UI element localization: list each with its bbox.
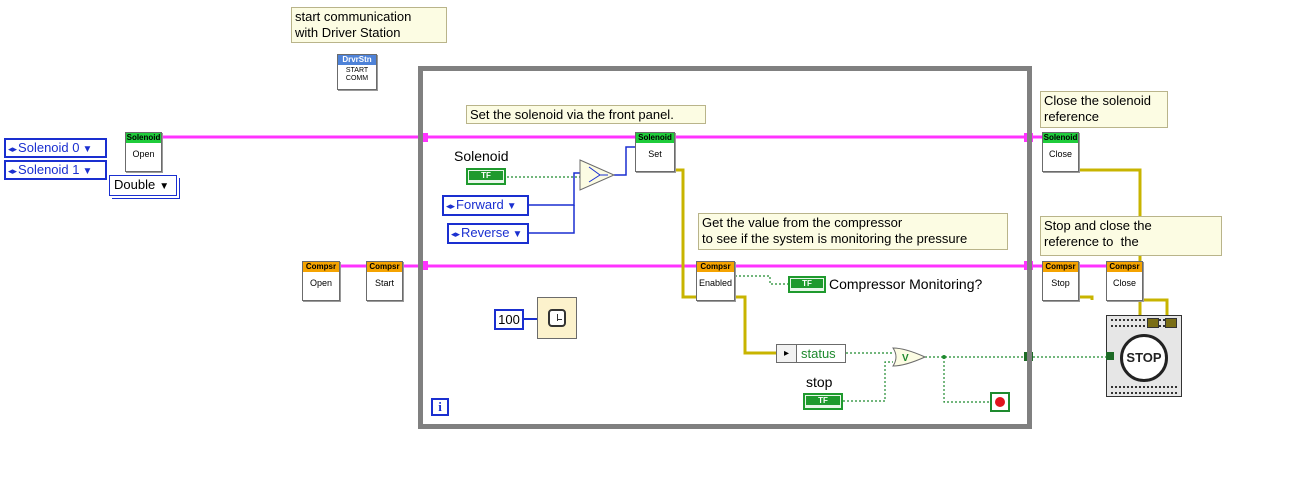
forward-enum[interactable]: ◂▸Forward▼ [442,195,529,216]
wait-function[interactable] [537,297,577,339]
stop-subvi-filmstrip[interactable]: STOP [1106,315,1182,397]
or-gate-icon: V [892,347,927,367]
build-array-icon [579,159,616,191]
compressor-enabled-bar: Compsr [697,262,734,272]
stop-octagon-icon: STOP [1120,334,1168,382]
compressor-enabled-label: Enabled [698,278,733,288]
wait-ms-constant[interactable]: 100 [494,309,524,330]
unbundle-arrow-icon: ▸ [777,345,797,362]
driver-station-line2: COMM [345,75,369,82]
reverse-enum[interactable]: ◂▸Reverse▼ [447,223,529,244]
solenoid-1-enum[interactable]: ◂▸Solenoid 1▼ [4,160,107,180]
compressor-close-vi[interactable]: Compsr Close [1106,261,1143,301]
dropdown-arrow-icon[interactable]: ▼ [512,229,523,240]
forward-value: Forward [456,197,504,212]
compressor-stop-vi[interactable]: Compsr Stop [1042,261,1079,301]
tf-label: TF [806,396,840,405]
compressor-open-bar: Compsr [303,262,339,272]
reverse-value: Reverse [461,225,510,240]
solenoid-open-bar: Solenoid [126,133,161,143]
tf-label: TF [791,279,823,288]
tf-label: TF [469,171,503,180]
unbundle-status-node[interactable]: ▸ status [776,344,846,363]
driver-station-bar: DrvrStn [338,55,376,65]
stop-icon-label: STOP [1126,350,1162,365]
compressor-close-bar: Compsr [1107,262,1142,272]
compressor-monitoring-label: Compressor Monitoring? [829,276,983,292]
while-loop[interactable] [418,66,1032,429]
solenoid-close-bar: Solenoid [1043,133,1078,143]
dropdown-arrow-icon[interactable]: ▼ [506,201,517,212]
dropdown-arrow-icon[interactable]: ▼ [82,144,93,155]
close-solenoid-comment: Close the solenoid reference [1040,91,1168,128]
solenoid-set-vi[interactable]: Solenoid Set [635,132,675,172]
solenoid-set-label: Set [648,149,662,159]
compressor-stop-label: Stop [1051,278,1070,288]
compressor-value-comment: Get the value from the compressor to see… [698,213,1008,250]
solenoid-0-enum[interactable]: ◂▸Solenoid 0▼ [4,138,107,158]
compressor-open-vi[interactable]: Compsr Open [302,261,340,301]
stop-control-label: stop [806,374,833,390]
solenoid-set-bar: Solenoid [636,133,674,143]
status-element: status [801,346,836,361]
set-solenoid-comment: Set the solenoid via the front panel. [466,105,706,124]
solenoid-open-label: Open [132,149,155,159]
solenoid-boolean-control[interactable]: TF [466,168,506,185]
compressor-enabled-vi[interactable]: Compsr Enabled [696,261,735,301]
compressor-open-label: Open [309,278,333,288]
solenoid-open-vi[interactable]: Solenoid Open [125,132,162,172]
solenoid-close-vi[interactable]: Solenoid Close [1042,132,1079,172]
compressor-start-label: Start [374,278,394,288]
dropdown-arrow-icon[interactable]: ▼ [159,181,170,192]
compressor-tunnel-left [419,261,428,270]
solenoid-0-value: Solenoid 0 [18,140,80,155]
enum-wires [528,146,635,234]
double-value: Double [114,177,156,192]
stopwatch-icon [548,309,566,327]
solenoid-control-label: Solenoid [454,148,509,164]
compressor-monitoring-indicator[interactable]: TF [788,276,826,293]
compressor-stop-bar: Compsr [1043,262,1078,272]
svg-text:V: V [902,353,909,364]
loop-condition-terminal[interactable] [990,392,1010,412]
solenoid-close-label: Close [1048,149,1072,159]
compressor-start-vi[interactable]: Compsr Start [366,261,403,301]
stop-sign-icon [995,397,1005,407]
double-enum[interactable]: Double▼ [109,175,177,196]
driver-station-start-comm-vi[interactable]: DrvrStn START COMM [337,54,377,90]
solenoid-1-value: Solenoid 1 [18,162,80,177]
loop-iteration-terminal: i [431,398,449,416]
compressor-close-label: Close [1112,278,1136,288]
dropdown-arrow-icon[interactable]: ▼ [82,166,93,177]
compressor-start-bar: Compsr [367,262,402,272]
stop-close-comment: Stop and close the reference to the [1040,216,1222,256]
driver-station-line1: START [345,67,369,74]
start-comm-comment: start communication with Driver Station [291,7,447,43]
stop-boolean-control[interactable]: TF [803,393,843,410]
solenoid-tunnel-left [419,133,428,142]
boolean-wires [507,176,1108,403]
